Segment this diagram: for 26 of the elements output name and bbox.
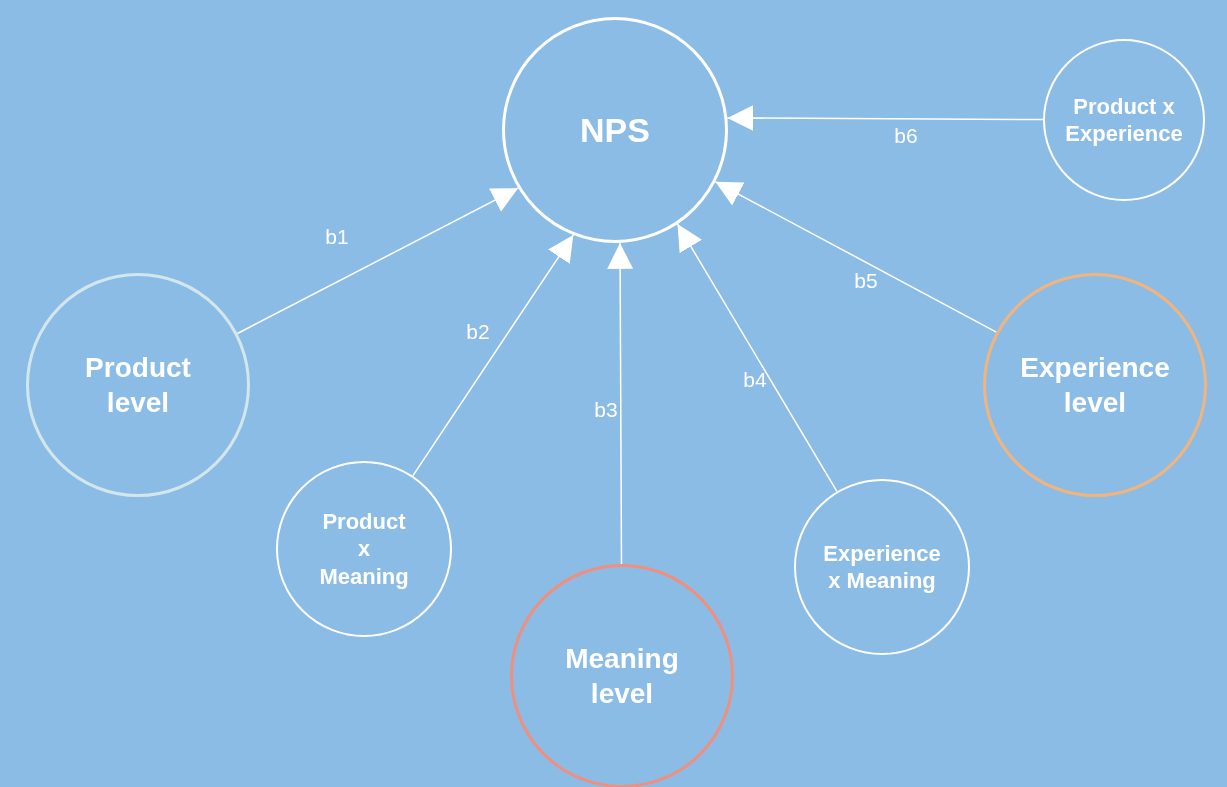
outcome-circle [502, 17, 728, 243]
edge-label: b5 [854, 269, 878, 293]
node-label: Experience level [1020, 351, 1170, 420]
edge-label: b4 [743, 368, 767, 392]
interaction-circle [276, 461, 452, 637]
edge-label: b3 [594, 398, 618, 422]
factor-circle [510, 564, 734, 787]
arrow [714, 181, 998, 333]
factor-circle [983, 273, 1207, 497]
edge-label: b2 [466, 320, 490, 344]
interaction-circle [1043, 39, 1205, 201]
arrow [726, 105, 1044, 132]
node-label: Meaning level [565, 642, 679, 711]
edge-label: b6 [894, 124, 918, 148]
node-label: Experience x Meaning [823, 539, 941, 595]
node-label: NPS [580, 109, 650, 151]
node-label: Product x Experience [1065, 92, 1183, 148]
node-label: Product x Meaning [319, 507, 409, 591]
arrow [676, 223, 838, 493]
node-label: Product level [85, 351, 191, 420]
arrow [236, 187, 519, 335]
arrow [412, 234, 575, 477]
arrow [607, 242, 634, 565]
factor-circle [26, 273, 250, 497]
edge-label: b1 [325, 225, 349, 249]
interaction-circle [794, 479, 970, 655]
